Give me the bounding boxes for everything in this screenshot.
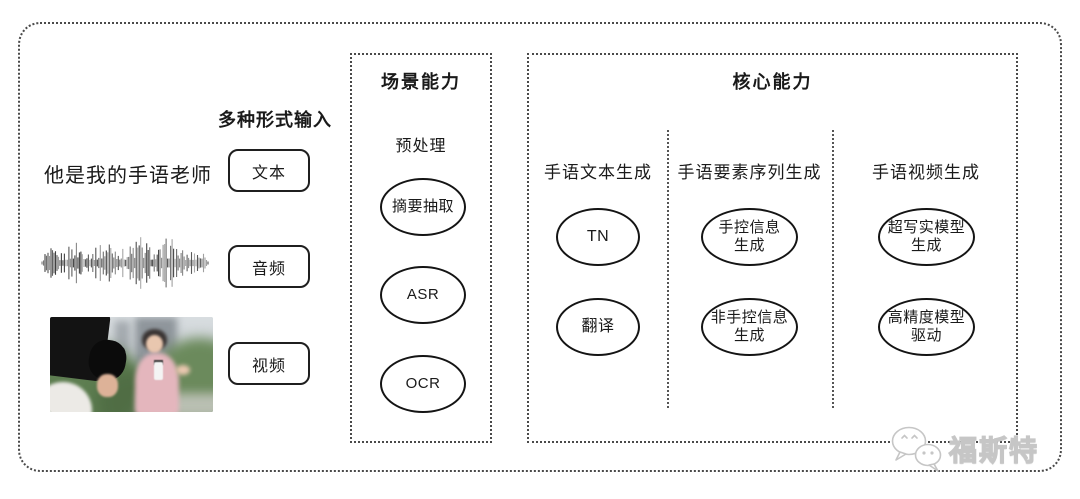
node-label-line2: 生成 [733,327,765,344]
node-label: 摘要抽取 [391,198,454,215]
input-section-heading: 多种形式输入 [218,110,332,130]
node-high-precision-model-drive: 高精度模型 驱动 [878,298,975,356]
reporter-hand [175,364,191,375]
input-box-video: 视频 [228,342,310,385]
node-label: OCR [405,375,441,392]
video-thumbnail [50,317,213,412]
node-label-line1: 高精度模型 [887,309,966,326]
watermark: 福斯特 [888,425,1039,473]
audio-waveform [41,237,209,289]
input-box-audio: 音频 [228,245,310,288]
node-label-line2: 驱动 [910,327,942,344]
node-hyperreal-model-gen: 超写实模型 生成 [878,208,975,266]
core-capability-title: 核心能力 [732,72,813,92]
input-box-video-label: 视频 [251,357,286,375]
input-box-audio-label: 音频 [251,260,286,278]
node-manual-info-gen: 手控信息 生成 [701,208,798,266]
core-capability-box: 核心能力 手语文本生成 手语要素序列生成 手语视频生成 TN 翻译 手控信息 生… [527,53,1018,443]
node-label-line1: 手控信息 [718,219,781,236]
node-label-line2: 生成 [733,237,765,254]
sample-text: 他是我的手语老师 [44,165,212,187]
input-box-text: 文本 [228,149,310,192]
input-box-text-label: 文本 [251,164,286,182]
node-label: ASR [406,286,440,303]
preprocess-label: 预处理 [395,138,447,155]
node-label-line1: 非手控信息 [710,309,789,326]
diagram-frame [18,22,1062,472]
column-header-element-seq-gen: 手语要素序列生成 [677,163,822,182]
scene-capability-title: 场景能力 [381,72,461,92]
wechat-icon [891,426,942,472]
cameraman-hand [97,374,119,397]
node-label: 翻译 [581,318,615,336]
reporter-face [146,335,164,354]
column-divider [667,130,669,408]
column-header-video-gen: 手语视频生成 [872,163,980,182]
node-label-line1: 超写实模型 [887,219,966,236]
watermark-text: 福斯特 [948,434,1040,466]
node-translate: 翻译 [556,298,640,356]
node-non-manual-info-gen: 非手控信息 生成 [701,298,798,356]
node-label: TN [586,228,610,246]
node-label-line2: 生成 [910,237,942,254]
scene-capability-box: 场景能力 预处理 摘要抽取 ASR OCR [350,53,492,443]
node-tn: TN [556,208,640,266]
node-ocr: OCR [380,355,466,413]
column-header-text-gen: 手语文本生成 [544,163,652,182]
microphone [153,361,164,380]
column-divider [832,130,834,408]
node-asr: ASR [380,266,466,324]
node-summary-extraction: 摘要抽取 [380,178,466,236]
